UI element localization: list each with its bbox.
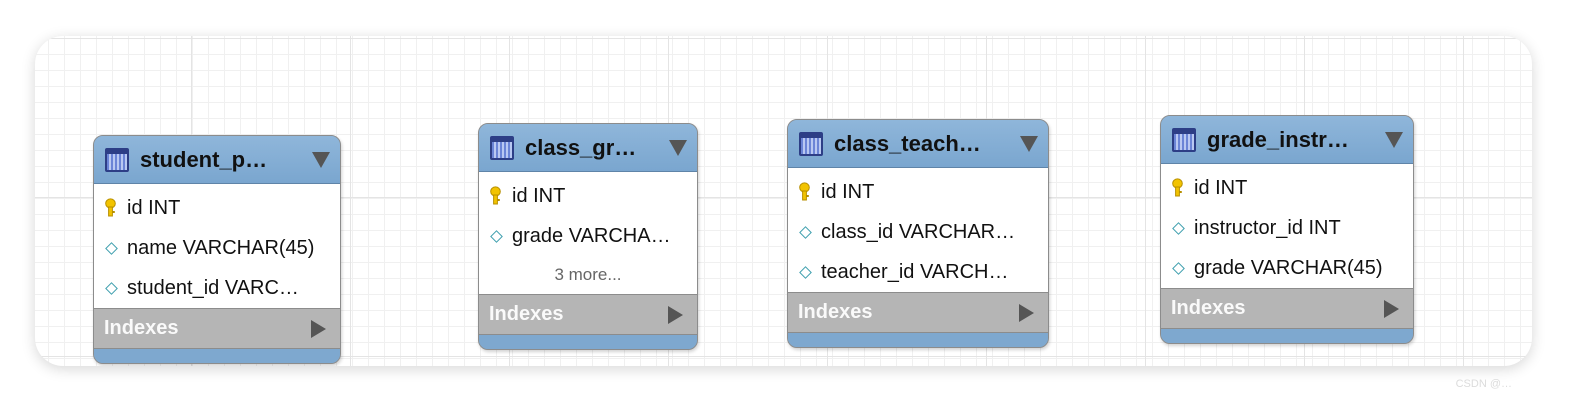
indexes-label: Indexes [798,301,873,323]
column-label: grade VARCHA… [512,224,671,247]
column-label: class_id VARCHAR… [821,220,1016,243]
column-list: id INT grade VARCHA… 3 more... [479,172,697,295]
table-footer [788,333,1048,347]
indexes-section[interactable]: Indexes [94,309,340,349]
column-list: id INT instructor_id INT grade VARCHAR(4… [1161,164,1413,289]
column-label: id INT [127,196,181,219]
chevron-down-icon[interactable] [1385,131,1403,148]
table-header[interactable]: student_p… [94,136,340,184]
expand-arrow-icon[interactable] [1384,299,1399,318]
column-row[interactable]: name VARCHAR(45) [94,228,340,268]
column-label: id INT [1194,176,1248,199]
table-icon [1172,127,1196,152]
column-icon [799,265,812,279]
indexes-label: Indexes [1171,297,1246,319]
column-label: id INT [512,184,566,207]
column-icon [105,281,118,295]
column-row[interactable]: id INT [788,172,1048,212]
table-card-grade-instructor[interactable]: grade_instr… id INT instructor_id INT gr… [1160,115,1414,344]
indexes-section[interactable]: Indexes [479,295,697,335]
table-title[interactable]: grade_instr… [1207,126,1349,152]
table-icon [105,147,129,172]
table-card-student[interactable]: student_p… id INT name VARCHAR(45) stude… [93,135,341,364]
primary-key-icon [1172,178,1183,197]
table-icon [490,135,514,160]
chevron-down-icon[interactable] [669,139,687,156]
table-header[interactable]: class_teach… [788,120,1048,168]
column-row[interactable]: id INT [479,176,697,216]
expand-arrow-icon[interactable] [1019,303,1034,322]
table-icon [799,131,823,156]
column-label: instructor_id INT [1194,216,1341,239]
watermark: CSDN @… [1455,378,1512,390]
expand-arrow-icon[interactable] [668,305,683,324]
table-title[interactable]: class_gr… [525,134,637,160]
column-list: id INT name VARCHAR(45) student_id VARC… [94,184,340,309]
column-icon [105,241,118,255]
column-icon [490,229,503,243]
expand-arrow-icon[interactable] [311,319,326,338]
table-header[interactable]: class_gr… [479,124,697,172]
primary-key-icon [799,182,810,201]
indexes-label: Indexes [104,317,179,339]
table-card-class-grade[interactable]: class_gr… id INT grade VARCHA… 3 more...… [478,123,698,350]
indexes-section[interactable]: Indexes [1161,289,1413,329]
column-row[interactable]: grade VARCHAR(45) [1161,248,1413,288]
indexes-label: Indexes [489,303,564,325]
more-columns-link[interactable]: 3 more... [554,265,622,284]
column-row[interactable]: instructor_id INT [1161,208,1413,248]
column-list: id INT class_id VARCHAR… teacher_id VARC… [788,168,1048,293]
column-row[interactable]: class_id VARCHAR… [788,212,1048,252]
chevron-down-icon[interactable] [1020,135,1038,152]
column-icon [799,225,812,239]
chevron-down-icon[interactable] [312,151,330,168]
table-header[interactable]: grade_instr… [1161,116,1413,164]
column-row[interactable]: grade VARCHA… [479,216,697,256]
primary-key-icon [105,198,116,217]
column-row[interactable]: id INT [94,188,340,228]
column-icon [1172,261,1185,275]
indexes-section[interactable]: Indexes [788,293,1048,333]
primary-key-icon [490,186,501,205]
table-card-class-teacher[interactable]: class_teach… id INT class_id VARCHAR… te… [787,119,1049,348]
column-row[interactable]: id INT [1161,168,1413,208]
diagram-canvas[interactable]: student_p… id INT name VARCHAR(45) stude… [35,36,1532,366]
column-label: name VARCHAR(45) [127,236,315,259]
table-footer [479,335,697,349]
table-footer [1161,329,1413,343]
column-label: teacher_id VARCH… [821,260,1009,283]
column-label: grade VARCHAR(45) [1194,256,1383,279]
column-row[interactable]: student_id VARC… [94,268,340,308]
table-title[interactable]: class_teach… [834,130,981,156]
column-row[interactable]: teacher_id VARCH… [788,252,1048,292]
table-footer [94,349,340,363]
column-label: student_id VARC… [127,276,299,299]
column-label: id INT [821,180,875,203]
column-icon [1172,221,1185,235]
table-title[interactable]: student_p… [140,146,268,172]
